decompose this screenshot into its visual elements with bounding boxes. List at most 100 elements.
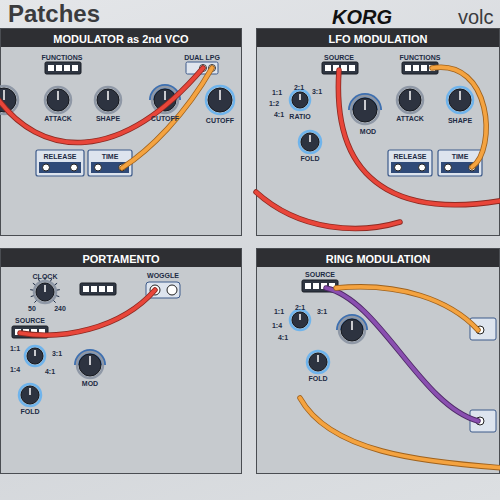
knob-ring: [77, 352, 103, 378]
knob-pointer: [317, 355, 319, 362]
control-label: 1:4: [10, 366, 20, 374]
jack-strip: [39, 162, 81, 173]
control-label: 50: [28, 305, 36, 313]
clock-tick: [57, 289, 60, 290]
knob: [21, 386, 39, 404]
knob: [301, 133, 319, 151]
control-label: FOLD: [20, 408, 39, 416]
control-label: SOURCE: [305, 271, 335, 279]
patch-cable: [256, 192, 400, 228]
patch-cable: [432, 67, 486, 167]
display-segment: [64, 65, 70, 71]
knob: [449, 89, 471, 111]
control-label: 2:1: [294, 84, 304, 92]
control-label: FOLD: [300, 155, 319, 163]
patch-jack: [395, 164, 402, 171]
knob-pointer: [57, 91, 59, 100]
knob: [27, 348, 43, 364]
patch-jack: [445, 164, 452, 171]
knob-pointer: [364, 100, 366, 110]
patch-cable-edge: [122, 68, 212, 168]
patch-cable: [122, 68, 212, 168]
knob-ring: [290, 310, 310, 330]
control-label: 3:1: [312, 88, 322, 96]
knob-pointer: [107, 91, 109, 100]
control-label: SOURCE: [324, 54, 354, 62]
display-segment: [313, 283, 319, 289]
control-label: 4:1: [45, 368, 55, 376]
knob-ring: [447, 87, 473, 113]
control-label: RATIO: [289, 113, 310, 121]
knob-ring: [95, 87, 121, 113]
control-label: MOD: [82, 380, 98, 388]
clock-tick: [34, 300, 36, 302]
panel-heading: MODULATOR as 2nd VCO: [53, 33, 188, 45]
knob-ring: [307, 351, 329, 373]
control-label: 3:1: [52, 350, 62, 358]
knob-pointer: [44, 285, 46, 292]
knob: [309, 353, 327, 371]
control-label: FUNCTIONS: [42, 54, 83, 62]
knob: [292, 92, 308, 108]
display-segment: [405, 65, 411, 71]
panel-header: MODULATOR as 2nd VCO: [1, 29, 241, 47]
display-segment: [72, 65, 78, 71]
display-segment: [421, 65, 427, 71]
knob-ring: [19, 384, 41, 406]
patch-cable-edge: [0, 68, 203, 143]
knob: [341, 319, 363, 341]
display-segment: [91, 286, 97, 292]
control-label: 1:1: [274, 308, 284, 316]
patch-cable-edge: [300, 398, 500, 468]
knob-pointer: [219, 90, 221, 100]
knob-pointer: [34, 350, 36, 356]
knob-ring: [299, 131, 321, 153]
control-label: FOLD: [308, 375, 327, 383]
control-label: RELEASE: [43, 153, 76, 161]
control-box: [36, 150, 84, 176]
control-label: 1:1: [272, 89, 282, 97]
control-label: 2:1: [295, 304, 305, 312]
control-label: TIME: [452, 153, 469, 161]
function-display: [80, 283, 116, 295]
panel-header: RING MODULATION: [257, 249, 499, 267]
control-label: DUAL LPG: [184, 54, 220, 62]
clock-tick: [53, 300, 55, 302]
knob: [79, 354, 101, 376]
clock-tick: [55, 283, 57, 285]
patch-jack: [71, 164, 78, 171]
control-label: 4:1: [274, 111, 284, 119]
control-box: [388, 150, 432, 176]
knob: [97, 89, 119, 111]
display-segment: [349, 65, 355, 71]
display-segment: [48, 65, 54, 71]
panel-heading: PORTAMENTO: [82, 253, 159, 265]
knob-pointer: [89, 356, 91, 365]
patch-jack: [419, 164, 426, 171]
patch-cable: [336, 287, 478, 330]
panel-heading: RING MODULATION: [326, 253, 430, 265]
patch-jack: [43, 164, 50, 171]
display-segment: [83, 286, 89, 292]
knob: [292, 312, 308, 328]
patch-cable-edge: [432, 67, 486, 167]
control-label: 240: [54, 305, 66, 313]
control-label: CUTOFF: [151, 115, 179, 123]
control-label: ATTACK: [44, 115, 72, 123]
panel-header: LFO MODULATION: [257, 29, 499, 47]
clock-tick: [56, 295, 59, 297]
control-label: WOGGLE: [147, 272, 179, 280]
control-label: 1:2: [269, 100, 279, 108]
control-label: ATTACK: [396, 115, 424, 123]
knob-ring: [339, 317, 365, 343]
patch-cable-edge: [336, 287, 478, 330]
display-segment: [305, 283, 311, 289]
knob-pointer: [29, 388, 31, 395]
control-label: TIME: [102, 153, 119, 161]
display-segment: [325, 65, 331, 71]
control-label: 3:1: [317, 308, 327, 316]
brand-text: KORG: [332, 6, 392, 28]
knob-ring: [351, 96, 379, 124]
knob: [36, 283, 54, 301]
